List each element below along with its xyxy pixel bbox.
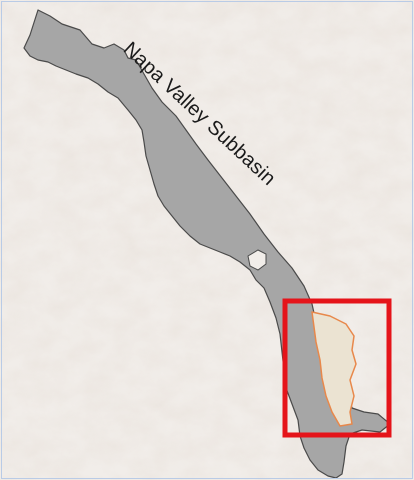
highlight-area <box>311 311 357 427</box>
inset-box <box>282 298 392 438</box>
lake-cutout <box>247 249 267 271</box>
subbasin-shape <box>23 9 391 479</box>
